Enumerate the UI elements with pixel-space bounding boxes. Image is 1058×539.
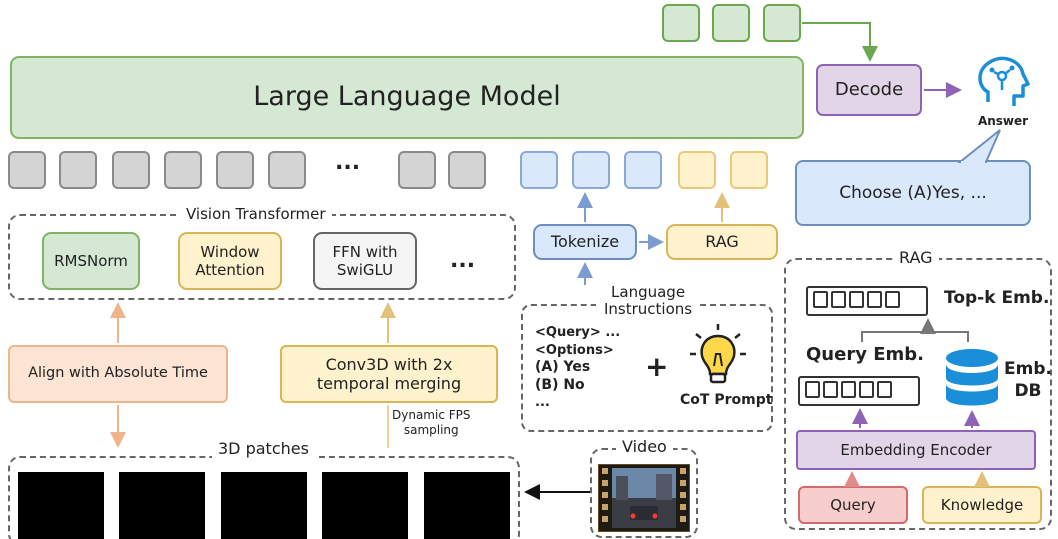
answer-label: Answer	[977, 114, 1029, 128]
text-token	[624, 151, 662, 189]
instruction-line: (B) No	[535, 376, 585, 393]
tokenize-block: Tokenize	[533, 224, 637, 260]
visual-token	[216, 151, 254, 189]
rag-token	[678, 151, 716, 189]
decode-label: Decode	[834, 79, 904, 101]
query-embedding	[798, 376, 920, 406]
vit-ellipsis: ...	[450, 248, 476, 273]
llm-block: Large Language Model	[10, 56, 804, 139]
rag-small-block: RAG	[666, 224, 778, 260]
visual-token	[112, 151, 150, 189]
patch-frame	[221, 472, 307, 539]
robot-head-icon	[978, 56, 1030, 106]
top-k-label: Top-k Emb.	[944, 288, 1050, 308]
text-token	[572, 151, 610, 189]
speech-text: Choose (A)Yes, ...	[839, 182, 987, 203]
database-icon	[946, 349, 998, 406]
rag-small-label: RAG	[705, 232, 739, 252]
vision-transformer-label: Vision Transformer	[180, 205, 332, 223]
tokenize-label: Tokenize	[550, 232, 620, 252]
align-absolute-time-block: Align with Absolute Time	[8, 345, 228, 403]
answer-speech-bubble: Choose (A)Yes, ...	[795, 160, 1031, 226]
instruction-lines: <Query> ... <Options> (A) Yes (B) No ...	[535, 324, 620, 412]
answer-group: Answer	[968, 52, 1038, 132]
instruction-line: ...	[535, 395, 550, 410]
visual-token	[59, 151, 97, 189]
cot-prompt-label: CoT Prompt	[680, 392, 773, 408]
visual-token	[448, 151, 486, 189]
query-emb-label: Query Emb.	[806, 344, 924, 365]
output-token	[763, 4, 801, 42]
embedding-encoder-label: Embedding Encoder	[840, 441, 992, 459]
patch-frame	[322, 472, 408, 539]
patch-frame	[424, 472, 510, 539]
rag-token	[730, 151, 768, 189]
query-label: Query	[830, 496, 876, 514]
rag-panel-label: RAG	[893, 249, 939, 267]
tokens-ellipsis: ...	[335, 150, 361, 175]
ffn-swiglu-block: FFN with SwiGLU	[313, 232, 417, 290]
3d-patches-label: 3D patches	[212, 440, 315, 458]
plus-sign: +	[645, 350, 669, 383]
visual-token	[8, 151, 46, 189]
instruction-line: (A) Yes	[535, 359, 591, 375]
emb-db-label: Emb. DB	[1004, 359, 1052, 401]
visual-token	[398, 151, 436, 189]
knowledge-block: Knowledge	[922, 486, 1042, 524]
knowledge-label: Knowledge	[940, 496, 1024, 514]
rmsnorm-block: RMSNorm	[42, 232, 140, 290]
embedding-encoder-block: Embedding Encoder	[796, 430, 1036, 470]
llm-label: Large Language Model	[253, 81, 561, 113]
dynamic-fps-label: Dynamic FPS sampling	[392, 408, 471, 437]
film-strip-icon	[598, 464, 690, 532]
top-k-embedding	[806, 286, 928, 316]
instruction-line: <Query> ...	[535, 325, 621, 340]
query-block: Query	[798, 486, 908, 524]
conv3d-block: Conv3D with 2x temporal merging	[280, 345, 498, 403]
output-token	[662, 4, 700, 42]
visual-token	[164, 151, 202, 189]
window-attention-block: Window Attention	[178, 232, 282, 290]
text-token	[520, 151, 558, 189]
lightbulb-icon	[690, 324, 746, 384]
align-label: Align with Absolute Time	[28, 365, 208, 382]
patch-frame	[119, 472, 205, 539]
conv3d-label: Conv3D with 2x temporal merging	[316, 354, 462, 393]
instruction-line: <Options>	[535, 342, 614, 358]
language-instructions-label: Language Instructions	[596, 284, 701, 318]
decode-block: Decode	[816, 64, 922, 116]
window-attention-label: Window Attention	[195, 243, 265, 279]
rmsnorm-label: RMSNorm	[54, 252, 128, 270]
ffn-swiglu-label: FFN with SwiGLU	[332, 243, 398, 279]
patch-frame	[18, 472, 104, 539]
video-label: Video	[616, 438, 673, 456]
visual-token	[268, 151, 306, 189]
output-token	[712, 4, 750, 42]
